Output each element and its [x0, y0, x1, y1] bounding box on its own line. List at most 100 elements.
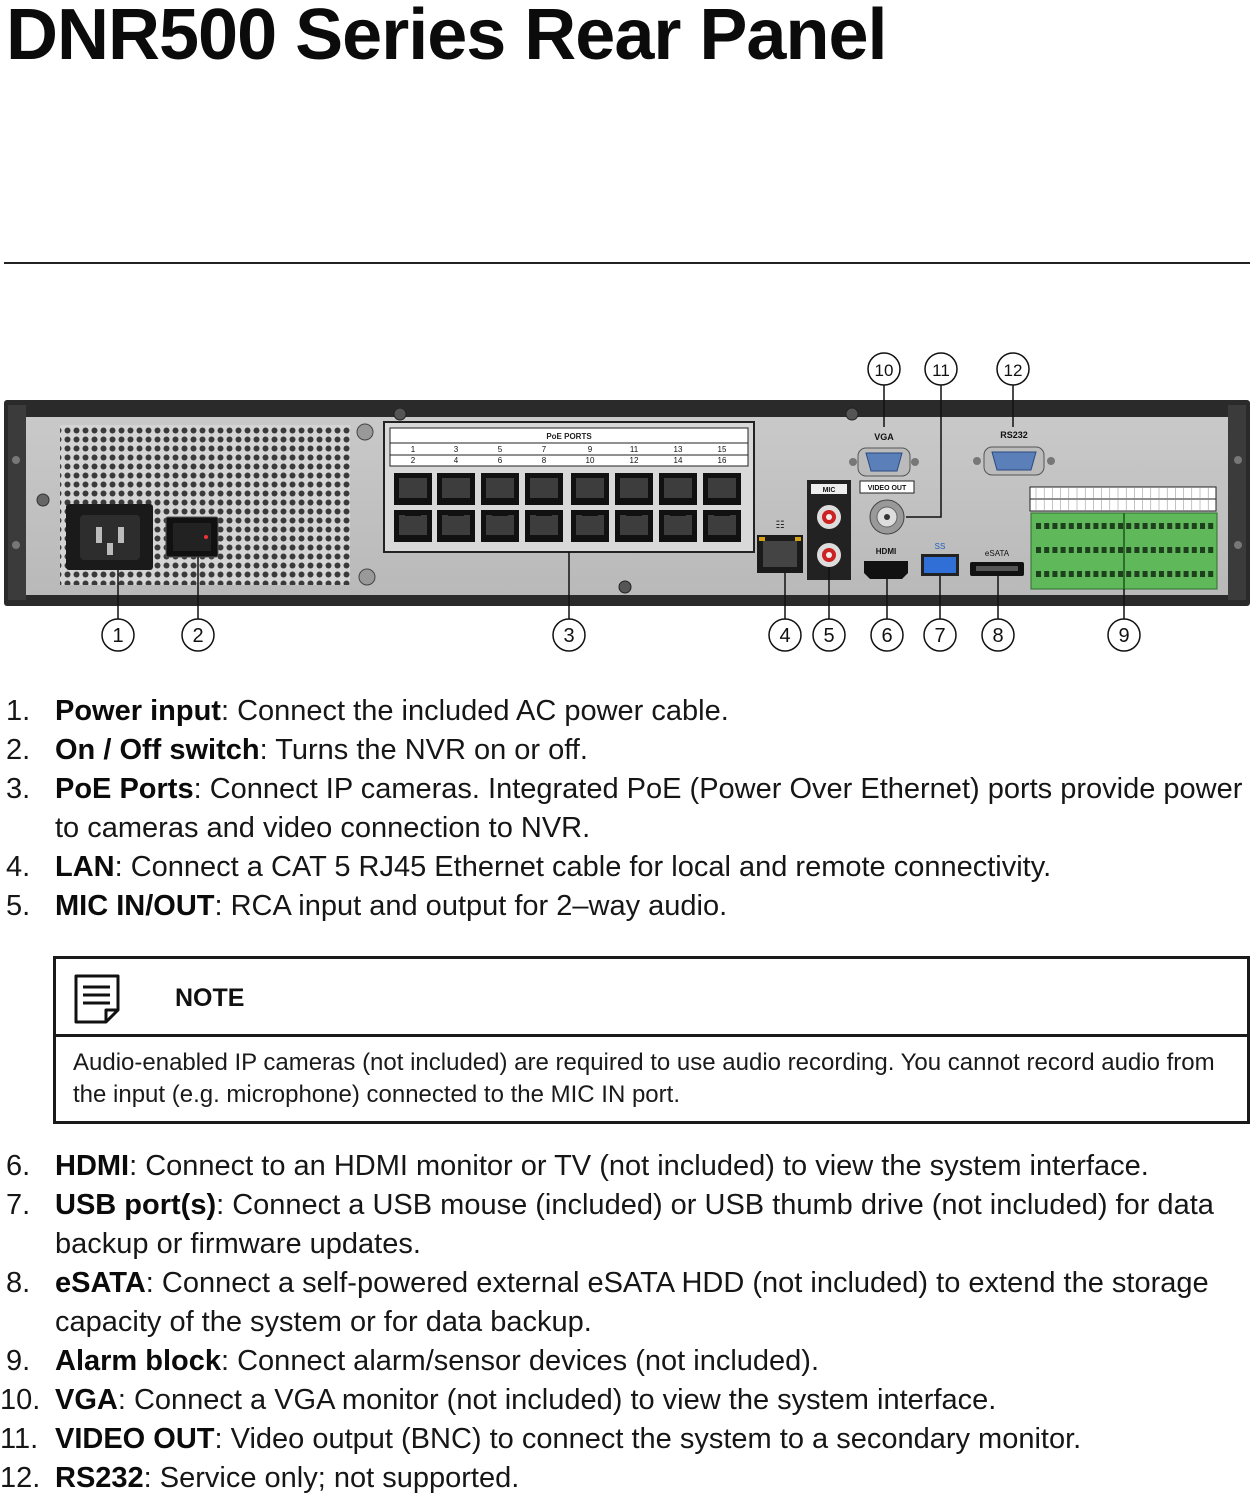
poe-number: 7 [542, 445, 547, 454]
svg-text:RS232: RS232 [1000, 430, 1028, 440]
item-number: 7. [6, 1189, 31, 1221]
callout-number: 10 [875, 361, 894, 380]
item-term: Alarm block [55, 1345, 221, 1377]
item-term: VGA [55, 1384, 118, 1416]
item-description: : Turns the NVR on or off. [259, 734, 588, 766]
item-number: 11. [0, 1423, 39, 1455]
note-header: NOTE [56, 959, 1247, 1037]
item-number: 9. [6, 1345, 31, 1377]
list-item: 7.USB port(s): Connect a USB mouse (incl… [0, 1186, 1254, 1264]
poe-number: 15 [718, 445, 727, 454]
callout-5: 5 [812, 618, 846, 652]
poe-number: 3 [454, 445, 459, 454]
svg-text:HDMI: HDMI [876, 547, 896, 556]
poe-number: 8 [542, 456, 547, 465]
item-term: On / Off switch [55, 734, 260, 766]
item-description: : Connect a USB mouse (included) or USB … [55, 1189, 1214, 1260]
item-number: 12. [0, 1462, 41, 1494]
item-description: : Video output (BNC) to connect the syst… [214, 1423, 1082, 1455]
item-description: : Connect to an HDMI monitor or TV (not … [129, 1150, 1149, 1182]
poe-number: 11 [630, 445, 639, 454]
note-icon [74, 974, 120, 1024]
title-divider [4, 262, 1250, 264]
svg-text:MIC: MIC [823, 487, 836, 494]
poe-number: 5 [498, 445, 503, 454]
poe-number: 9 [588, 445, 593, 454]
callout-number: 4 [779, 625, 790, 647]
callout-8: 8 [981, 618, 1015, 652]
callout-6: 6 [870, 618, 904, 652]
poe-number: 2 [411, 456, 416, 465]
item-number: 6. [6, 1150, 31, 1182]
item-number: 4. [6, 851, 31, 883]
poe-number: 4 [454, 456, 459, 465]
poe-number: 16 [718, 456, 727, 465]
list-item: 4. LAN: Connect a CAT 5 RJ45 Ethernet cab… [0, 848, 1254, 887]
list-item: 6. HDMI: Connect to an HDMI monitor or TV… [0, 1147, 1254, 1186]
callout-number: 11 [932, 361, 950, 380]
poe-number: 13 [674, 445, 683, 454]
callout-number: 2 [192, 625, 203, 647]
svg-text:eSATA: eSATA [985, 549, 1010, 558]
callout-number: 1 [112, 625, 123, 647]
callout-number: 6 [881, 625, 892, 647]
item-description: : Service only; not supported. [143, 1462, 520, 1494]
list-item: 1. Power input: Connect the included AC p… [0, 692, 1254, 731]
item-number: 1. [6, 695, 31, 727]
callout-3: 3 [552, 618, 586, 652]
callout-7: 7 [923, 618, 957, 652]
note-box: NOTE Audio-enabled IP cameras (not inclu… [53, 956, 1250, 1124]
callout-number: 9 [1118, 625, 1129, 647]
callout-2: 2 [181, 618, 215, 652]
item-description: : Connect a VGA monitor (not included) t… [117, 1384, 997, 1416]
item-description: : Connect the included AC power cable. [220, 695, 729, 727]
poe-number: 6 [498, 456, 503, 465]
svg-text:SS: SS [935, 542, 946, 551]
list-item: 9.Alarm block: Connect alarm/sensor devi… [0, 1342, 1254, 1381]
callout-number: 12 [1004, 361, 1023, 380]
item-number: 5. [6, 890, 31, 922]
callout-number: 5 [823, 625, 834, 647]
callout-10: 10 [867, 352, 901, 386]
note-body: Audio-enabled IP cameras (not included) … [73, 1049, 1215, 1108]
poe-number: 12 [630, 456, 639, 465]
item-number: 2. [6, 734, 31, 766]
item-term: MIC IN/OUT [55, 890, 215, 922]
item-term: PoE Ports [55, 773, 194, 805]
list-item: 2. On / Off switch: Turns the NVR on or o… [0, 731, 1254, 770]
svg-text:VIDEO OUT: VIDEO OUT [868, 485, 907, 492]
item-number: 3. [6, 773, 31, 805]
callout-1: 1 [101, 618, 135, 652]
callout-number: 8 [992, 625, 1003, 647]
item-number: 10. [0, 1384, 41, 1416]
list-item: 12. RS232: Service only; not supported. [0, 1459, 1254, 1498]
page-title: DNR500 Series Rear Panel [6, 0, 887, 75]
callout-number: 7 [934, 625, 945, 647]
item-description: : Connect a CAT 5 RJ45 Ethernet cable fo… [114, 851, 1052, 883]
item-description: : Connect a self-powered external eSATA … [55, 1267, 1209, 1338]
list-item: 11.VIDEO OUT: Video output (BNC) to conn… [0, 1420, 1254, 1459]
item-term: RS232 [55, 1462, 144, 1494]
port-description-list-2: 6. HDMI: Connect to an HDMI monitor or TV… [0, 1147, 1254, 1498]
item-term: HDMI [55, 1150, 130, 1182]
poe-number: 14 [674, 456, 683, 465]
port-description-list-1: 1. Power input: Connect the included AC p… [0, 692, 1254, 926]
callout-11: 11 [924, 352, 958, 386]
item-term: LAN [55, 851, 115, 883]
svg-text:VGA: VGA [874, 432, 894, 442]
callout-12: 12 [996, 352, 1030, 386]
callout-number: 3 [563, 625, 574, 647]
item-description: : RCA input and output for 2–way audio. [214, 890, 728, 922]
svg-text:☷: ☷ [776, 520, 785, 531]
list-item: 8. eSATA: Connect a self-powered external… [0, 1264, 1254, 1342]
hdmi-port [864, 561, 908, 579]
callout-leader-lines [117, 385, 1125, 620]
item-term: eSATA [55, 1267, 146, 1299]
note-title: NOTE [175, 984, 245, 1012]
poe-label: PoE PORTS [546, 432, 592, 441]
item-number: 8. [6, 1267, 31, 1299]
list-item: 10. VGA: Connect a VGA monitor (not inclu… [0, 1381, 1254, 1420]
item-term: Power input [55, 695, 221, 727]
